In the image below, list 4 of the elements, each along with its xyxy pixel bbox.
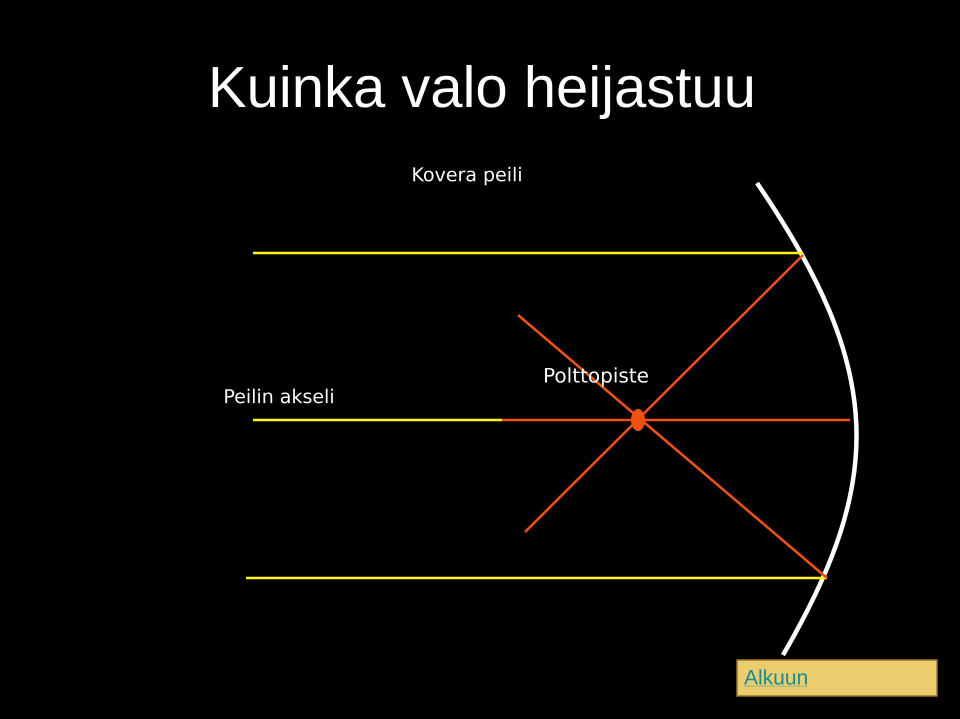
title: Kuinka valo heijastuu bbox=[212, 64, 752, 120]
home-button: Alkuun bbox=[736, 659, 938, 697]
label: Kovera peili bbox=[413, 166, 521, 186]
label: Peilin akseli bbox=[225, 388, 333, 404]
